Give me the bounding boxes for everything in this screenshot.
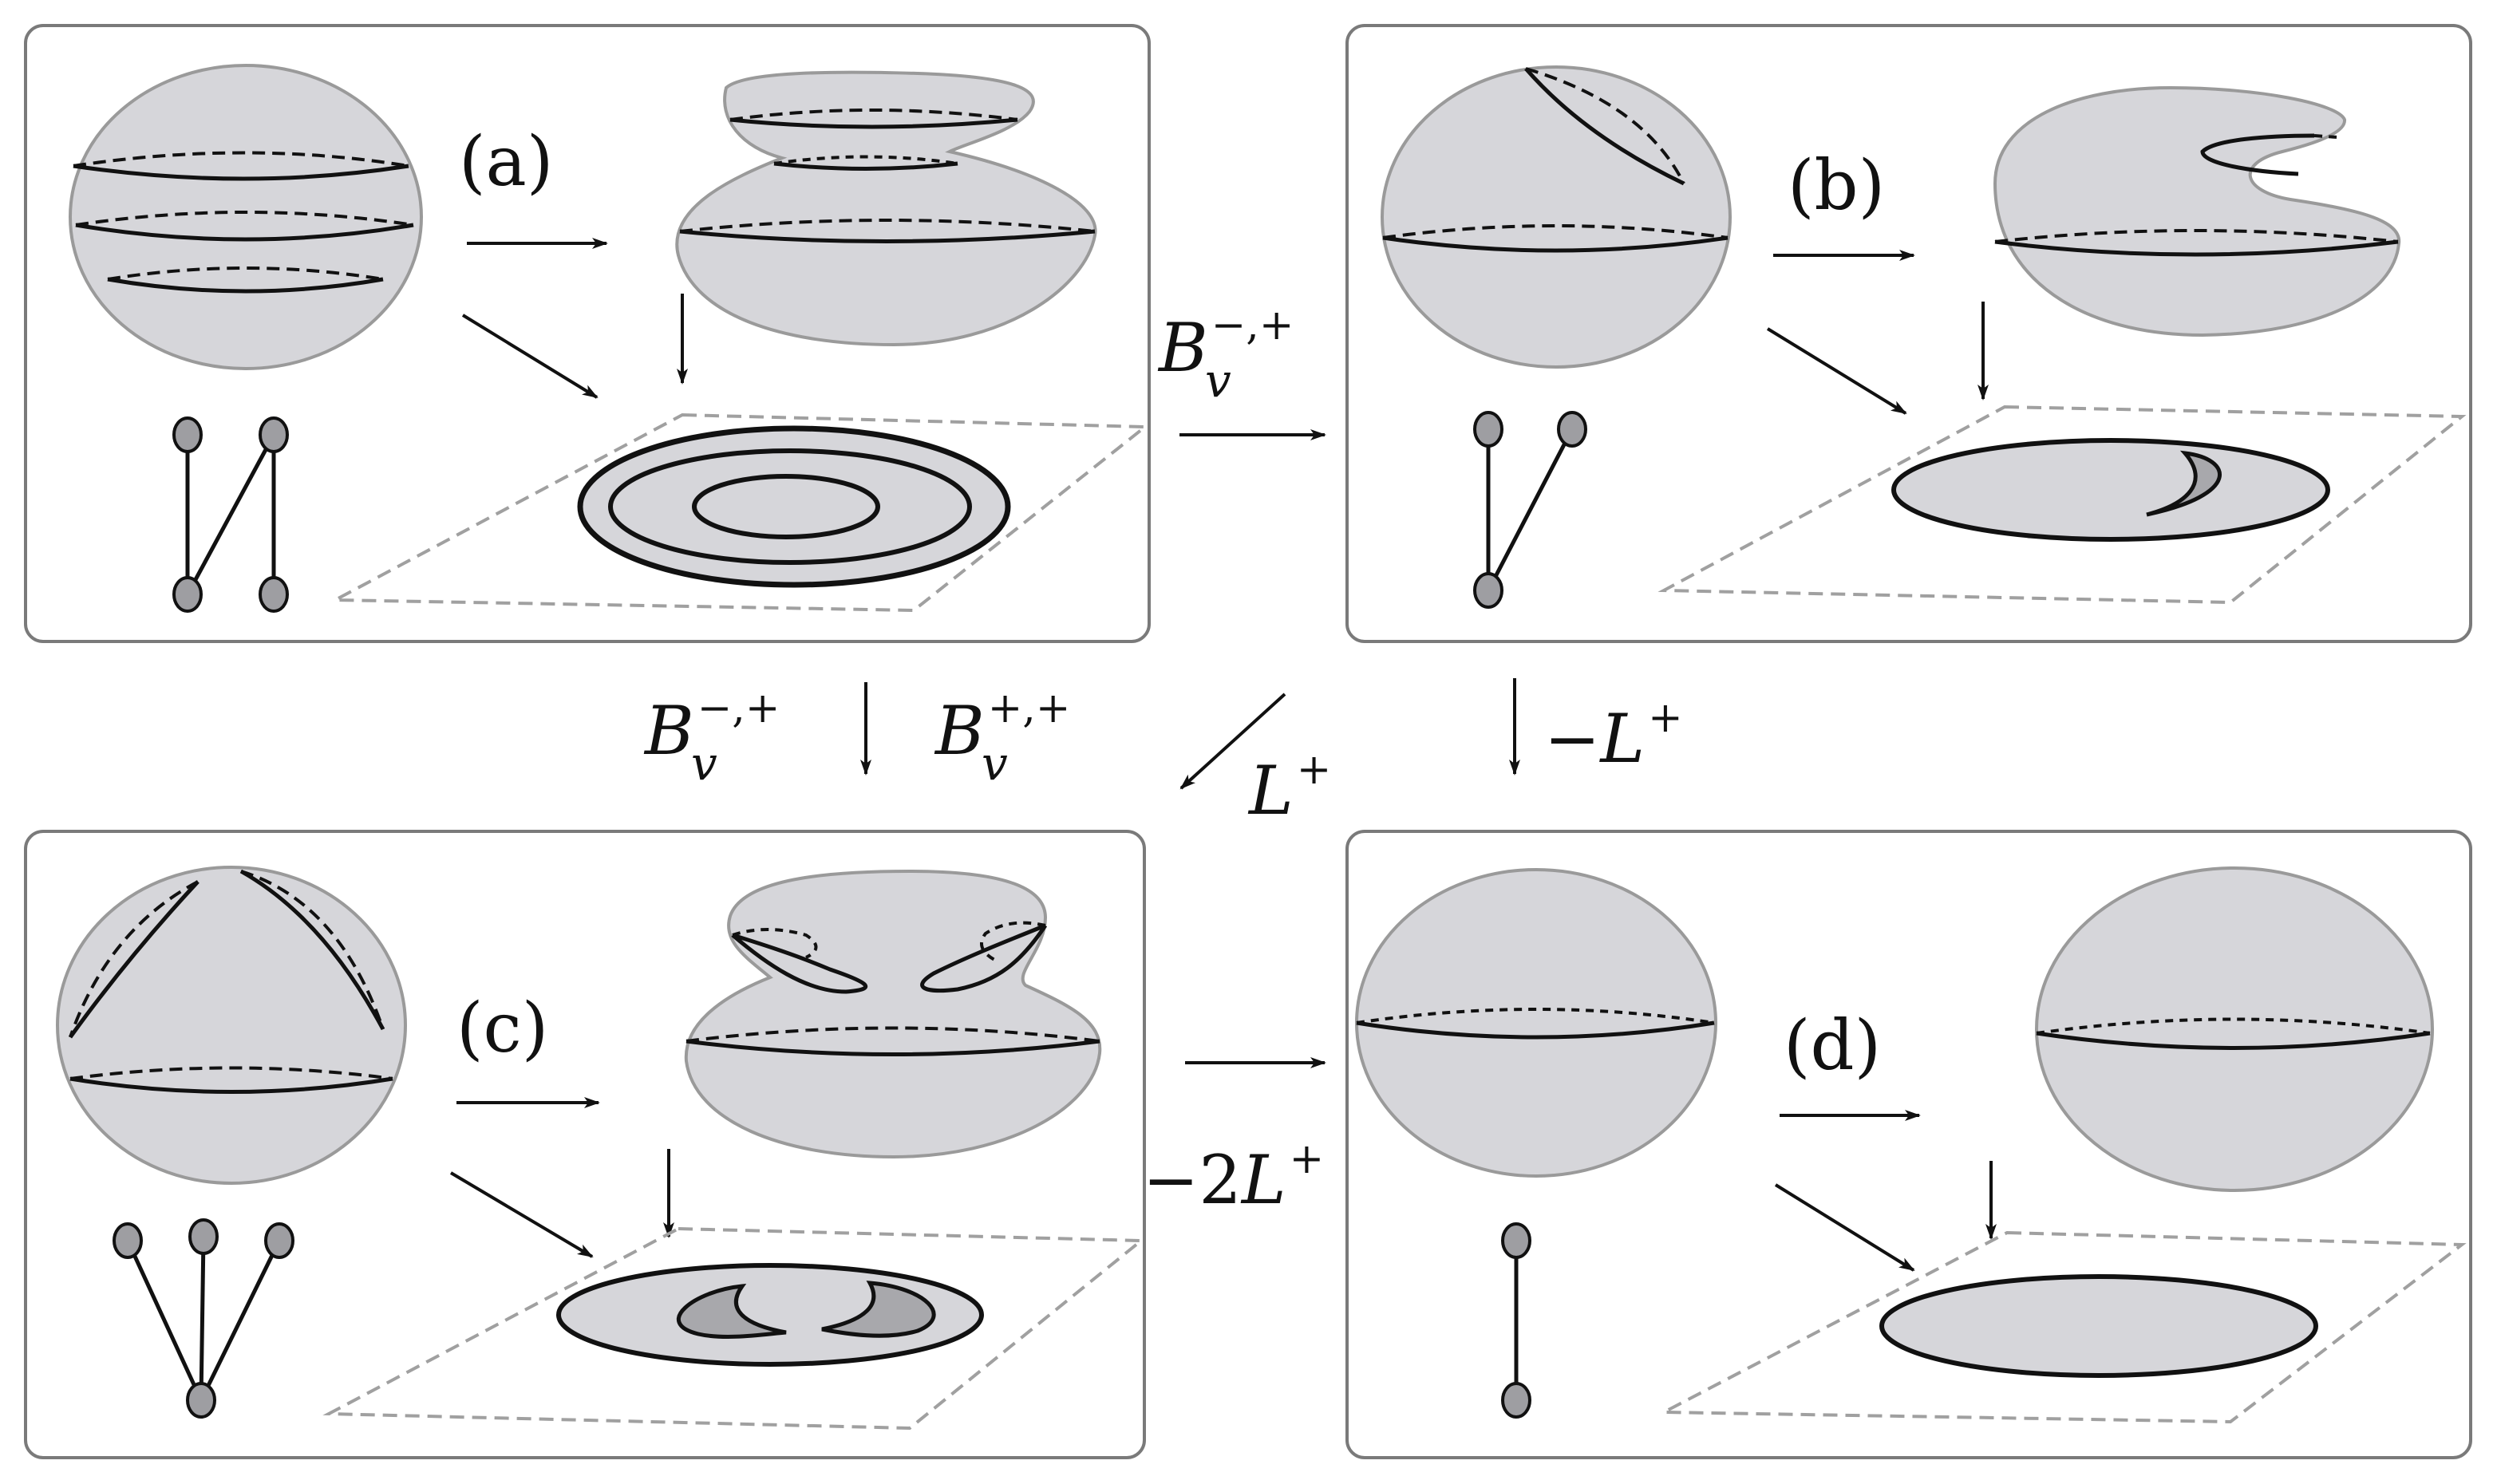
panel-b: (b)	[1345, 24, 2472, 643]
graph-node	[1473, 572, 1503, 609]
panel-b-tree-graph	[1473, 411, 1587, 609]
panel-d-sphere-right	[2035, 866, 2434, 1192]
graph-node	[188, 1218, 219, 1255]
panel-d-sphere-left	[1355, 868, 1717, 1178]
panel-a-image-concentric	[577, 425, 1011, 588]
panel-c-plane	[322, 1226, 1146, 1431]
graph-node	[1501, 1222, 1531, 1259]
transition-a-to-c-left-label: B−,+v	[643, 685, 780, 791]
panel-b-image-disk	[1891, 438, 2330, 542]
graph-node	[1473, 411, 1503, 448]
panel-c-sphere	[56, 866, 407, 1185]
panel-d-label: (d)	[1784, 1006, 1881, 1086]
panel-c-tree-graph	[113, 1218, 294, 1419]
graph-node	[264, 1222, 294, 1259]
graph-node	[186, 1382, 216, 1419]
panel-c-arrow-diagonal	[449, 1171, 594, 1258]
graph-node	[1501, 1382, 1531, 1419]
panel-a-tree-graph	[172, 416, 289, 613]
graph-node	[259, 576, 289, 613]
transition-a-to-c-right-label: B+,+v	[934, 685, 1070, 791]
panel-a-arrow-diagonal	[461, 314, 599, 399]
panel-a-label: (a)	[459, 122, 553, 202]
panel-a: (a)	[24, 24, 1151, 643]
transition-a-to-b-label: B−,+v	[1157, 302, 1294, 408]
panel-c-deformed-surface	[684, 869, 1102, 1159]
panel-c-crescent-right	[821, 1281, 936, 1338]
panel-d-plane	[1663, 1230, 2467, 1424]
panel-b-label: (b)	[1788, 146, 1885, 226]
panel-b-sphere	[1381, 65, 1732, 369]
transition-b-to-c: L+	[1179, 693, 1331, 830]
transition-b-to-c-arrow	[1179, 693, 1286, 790]
panel-c-crescent-left	[676, 1283, 787, 1339]
transition-b-to-d: −L+	[1509, 678, 1683, 778]
graph-node	[113, 1222, 143, 1259]
panel-c: (c)	[24, 830, 1146, 1459]
transition-c-to-d-label: −2L+	[1143, 1135, 1324, 1219]
panel-b-arrow-diagonal	[1766, 327, 1907, 415]
graph-node	[259, 416, 289, 453]
panel-d-arrow-diagonal	[1774, 1183, 1915, 1272]
transition-a-to-b: B−,+v	[1157, 302, 1326, 440]
panel-c-label: (c)	[456, 989, 548, 1068]
transition-c-to-d: −2L+	[1143, 1057, 1326, 1219]
panel-a-sphere	[69, 64, 423, 370]
graph-node	[172, 576, 203, 613]
panel-d-tree-graph	[1501, 1222, 1531, 1419]
panel-c-image-disk	[556, 1263, 984, 1367]
graph-node	[172, 416, 203, 453]
panel-d: (d)	[1345, 830, 2472, 1459]
panel-d-image-disk	[1879, 1274, 2318, 1378]
transition-a-to-c: B−,+v B+,+v	[643, 682, 1070, 791]
panel-b-deformed-surface	[1993, 85, 2401, 337]
panel-a-deformed-surface	[675, 70, 1097, 347]
graph-node	[1557, 411, 1587, 448]
transition-b-to-d-label: −L+	[1544, 694, 1683, 778]
transition-b-to-c-label: L+	[1247, 746, 1331, 830]
panel-b-crescent	[2146, 450, 2222, 517]
